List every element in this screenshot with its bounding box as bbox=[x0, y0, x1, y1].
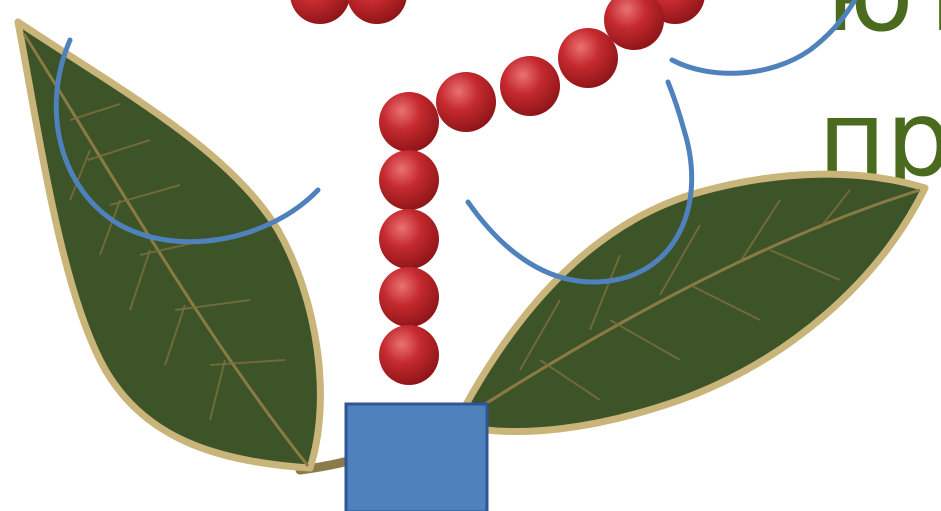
top-right-arc bbox=[669, 0, 858, 76]
bead bbox=[379, 209, 439, 269]
slide-text-line-1: ют bbox=[826, 0, 941, 55]
square-block bbox=[344, 402, 489, 511]
left-arc bbox=[53, 37, 321, 245]
bead bbox=[500, 56, 560, 116]
bead bbox=[379, 92, 439, 152]
middle-arc bbox=[465, 79, 695, 285]
bead bbox=[558, 28, 618, 88]
bead bbox=[379, 325, 439, 385]
right-leaf-icon bbox=[451, 170, 929, 435]
bead bbox=[604, 0, 664, 50]
left-leaf-icon bbox=[14, 18, 357, 475]
bead bbox=[379, 150, 439, 210]
bead bbox=[436, 72, 496, 132]
bead bbox=[379, 267, 439, 327]
bead bbox=[347, 0, 407, 24]
bead bbox=[290, 0, 350, 24]
bead-chain bbox=[290, 0, 705, 385]
